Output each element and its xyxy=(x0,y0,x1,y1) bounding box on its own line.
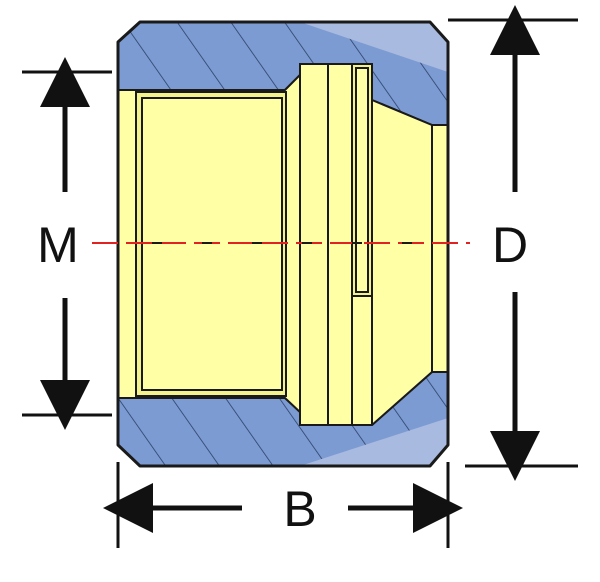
dimension-d: D xyxy=(448,5,578,481)
m-label: M xyxy=(37,217,79,273)
dimension-m: M xyxy=(22,57,112,430)
key-slot-inner xyxy=(355,67,369,293)
top-section-highlight xyxy=(300,22,448,72)
top-section-hatch xyxy=(118,22,448,125)
outer-profile xyxy=(116,20,450,468)
bottom-section-highlight xyxy=(300,418,448,466)
dimension-b: B xyxy=(103,462,463,548)
b-label: B xyxy=(283,481,316,537)
d-label: D xyxy=(492,217,528,273)
bottom-section-hatch xyxy=(118,372,448,466)
